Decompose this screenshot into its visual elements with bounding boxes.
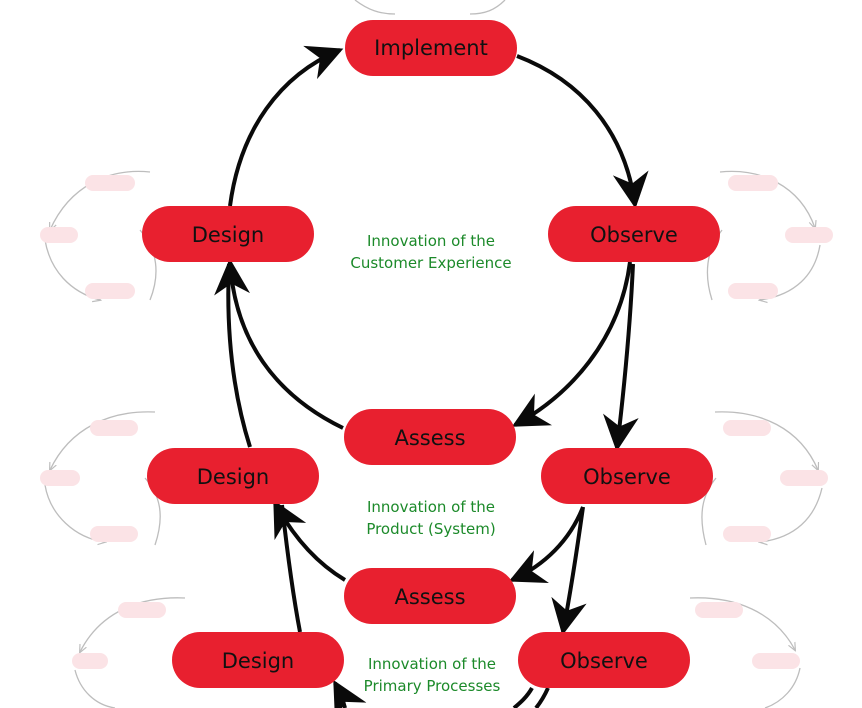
arrow-implement-to-observe [516, 54, 649, 209]
node-implement: Implement [345, 20, 517, 76]
node-observe-3-label: Observe [560, 649, 648, 673]
node-design-3-label: Design [222, 649, 295, 673]
caption-product-line2: Product (System) [366, 520, 495, 538]
node-assess-1-label: Assess [394, 426, 465, 450]
ghost-cycle-bottom-left [72, 597, 186, 708]
ghost-cycle-top-center [354, 0, 506, 15]
node-design-1: Design [142, 206, 314, 262]
ghost-cycles [40, 0, 833, 708]
node-design-2-label: Design [197, 465, 270, 489]
caption-product-system: Innovation of the Product (System) [366, 498, 495, 538]
arrow-bottom-to-design3 [333, 679, 367, 708]
caption-product-line1: Innovation of the [367, 498, 495, 516]
arrow-observe-to-observe2 [603, 263, 639, 452]
arrow-observe-to-assess [511, 261, 632, 427]
arrow-design-to-implement [228, 45, 344, 207]
ghost-cycle-top-right [706, 170, 833, 300]
node-design-2: Design [147, 448, 319, 504]
caption-customer-line2: Customer Experience [350, 254, 511, 272]
arrow-design2-to-design [226, 263, 252, 448]
cycle-arrows [214, 45, 649, 708]
arrow-assess-to-design [214, 258, 344, 430]
arrow-observe3-down-2 [512, 686, 534, 708]
caption-customer-experience: Innovation of the Customer Experience [350, 232, 511, 272]
caption-primary-processes: Innovation of the Primary Processes [364, 655, 501, 695]
node-assess-2: Assess [344, 568, 516, 624]
ghost-cycle-middle-left [40, 411, 161, 546]
node-implement-label: Implement [374, 36, 488, 60]
caption-process-line1: Innovation of the [368, 655, 496, 673]
arrow-observe3-down [534, 687, 550, 708]
ghost-cycle-top-left [40, 170, 157, 300]
node-design-3: Design [172, 632, 344, 688]
caption-customer-line1: Innovation of the [367, 232, 495, 250]
caption-process-line2: Primary Processes [364, 677, 501, 695]
node-observe-2-label: Observe [583, 465, 671, 489]
node-observe-1-label: Observe [590, 223, 678, 247]
node-observe-1: Observe [548, 206, 720, 262]
arrow-observe2-to-assess2 [508, 506, 585, 583]
arrow-design3-to-design2 [280, 504, 302, 633]
arrow-observe2-to-observe3 [551, 506, 587, 636]
node-assess-1: Assess [344, 409, 516, 465]
node-observe-3: Observe [518, 632, 690, 688]
node-assess-2-label: Assess [394, 585, 465, 609]
ghost-cycle-middle-right [701, 411, 828, 545]
node-observe-2: Observe [541, 448, 713, 504]
ghost-cycle-bottom-right [689, 597, 801, 708]
node-design-1-label: Design [192, 223, 265, 247]
